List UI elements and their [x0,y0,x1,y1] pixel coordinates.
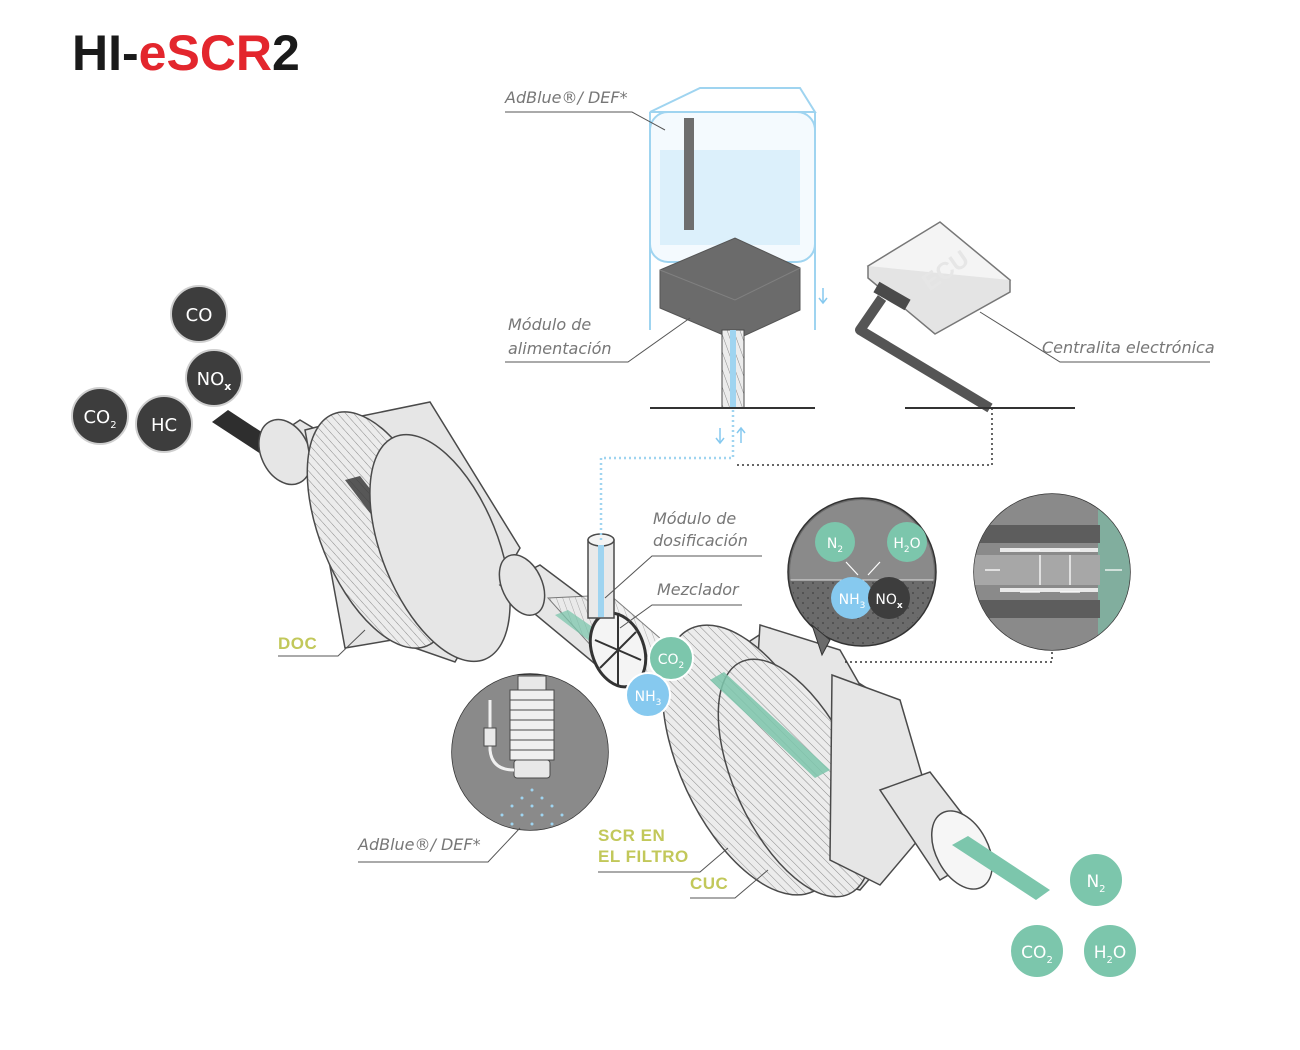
molecule-h2o-reaction: H2O [887,522,927,562]
ecu-unit: ECU [855,221,1075,413]
ecu-control-line [735,408,993,466]
svg-text:CO2: CO2 [1021,943,1053,966]
dosing-module-label-line2: dosificación [653,531,748,550]
dosing-module [587,533,615,619]
injector-callout [451,673,609,831]
molecule-nh3-reaction: NH3 [831,577,873,619]
ecu-label: Centralita electrónica [1042,338,1215,357]
svg-text:NOx: NOx [197,369,232,393]
molecule-h2o-out: H2O [1082,923,1138,979]
spray-dots [500,788,564,826]
scr-tag-line2: EL FILTRO [598,847,689,866]
adblue-spray-label: AdBlue®/ DEF* [357,835,481,854]
molecule-nox-reaction: NOx [868,577,910,619]
adblue-tank-label: AdBlue®/ DEF* [504,88,628,107]
mixer-molecules: CO2 NH3 [625,635,694,718]
molecule-co: CO [170,285,228,343]
flow-arrows [715,288,828,445]
svg-text:CO2: CO2 [83,407,116,431]
pollutant-molecules: CO NOx CO2 HC [71,285,243,453]
scr-cuc-unit [661,623,936,898]
molecule-hc: HC [135,395,193,453]
molecule-n2-out: N2 [1068,852,1124,908]
logo-suffix: 2 [272,25,300,81]
supply-module-label-line2: alimentación [508,339,612,358]
dosing-module-label-line1: Módulo de [653,509,736,528]
reaction-pointer-line [845,650,1053,663]
svg-text:CO2: CO2 [658,652,685,671]
outlet-pipe [878,771,1050,900]
molecule-nox: NOx [185,349,243,407]
svg-text:NH3: NH3 [635,689,662,708]
svg-text:H2O: H2O [893,536,920,555]
reaction-molecules: N2 H2O NH3 NOx [815,522,927,619]
svg-text:N2: N2 [827,536,843,555]
svg-text:HC: HC [151,415,177,436]
supply-module [650,237,815,409]
molecule-co2-mixer: CO2 [648,635,694,681]
logo-prefix: HI- [72,25,139,81]
molecule-nh3-mixer: NH3 [625,672,671,718]
svg-text:N2: N2 [1086,872,1105,895]
svg-text:NOx: NOx [875,592,903,611]
doc-catalyst [304,401,521,663]
logo: HI-eSCR2 [72,25,300,81]
supply-module-label-line1: Módulo de [508,315,591,334]
adblue-dosing-line [599,410,735,540]
svg-text:CO: CO [186,305,213,326]
mixer-label: Mezclador [657,580,740,599]
cuc-tag: CUC [690,874,728,893]
molecule-co2-out: CO2 [1009,923,1065,979]
filter-flow-arrows [985,549,1122,593]
clean-molecules: N2 CO2 H2O [1009,852,1138,979]
adblue-tank [649,87,817,330]
molecule-co2-in: CO2 [71,387,129,445]
reaction-callout [787,497,937,657]
filter-callout [973,493,1131,651]
scr-tag-line1: SCR EN [598,826,665,845]
svg-text:H2O: H2O [1094,943,1127,966]
mixer-wheel [588,611,648,689]
leader-lines [278,111,1210,899]
logo-highlight: eSCR [139,25,272,81]
doc-tag: DOC [278,634,317,653]
svg-text:NH3: NH3 [839,592,866,611]
molecule-n2-reaction: N2 [815,522,855,562]
